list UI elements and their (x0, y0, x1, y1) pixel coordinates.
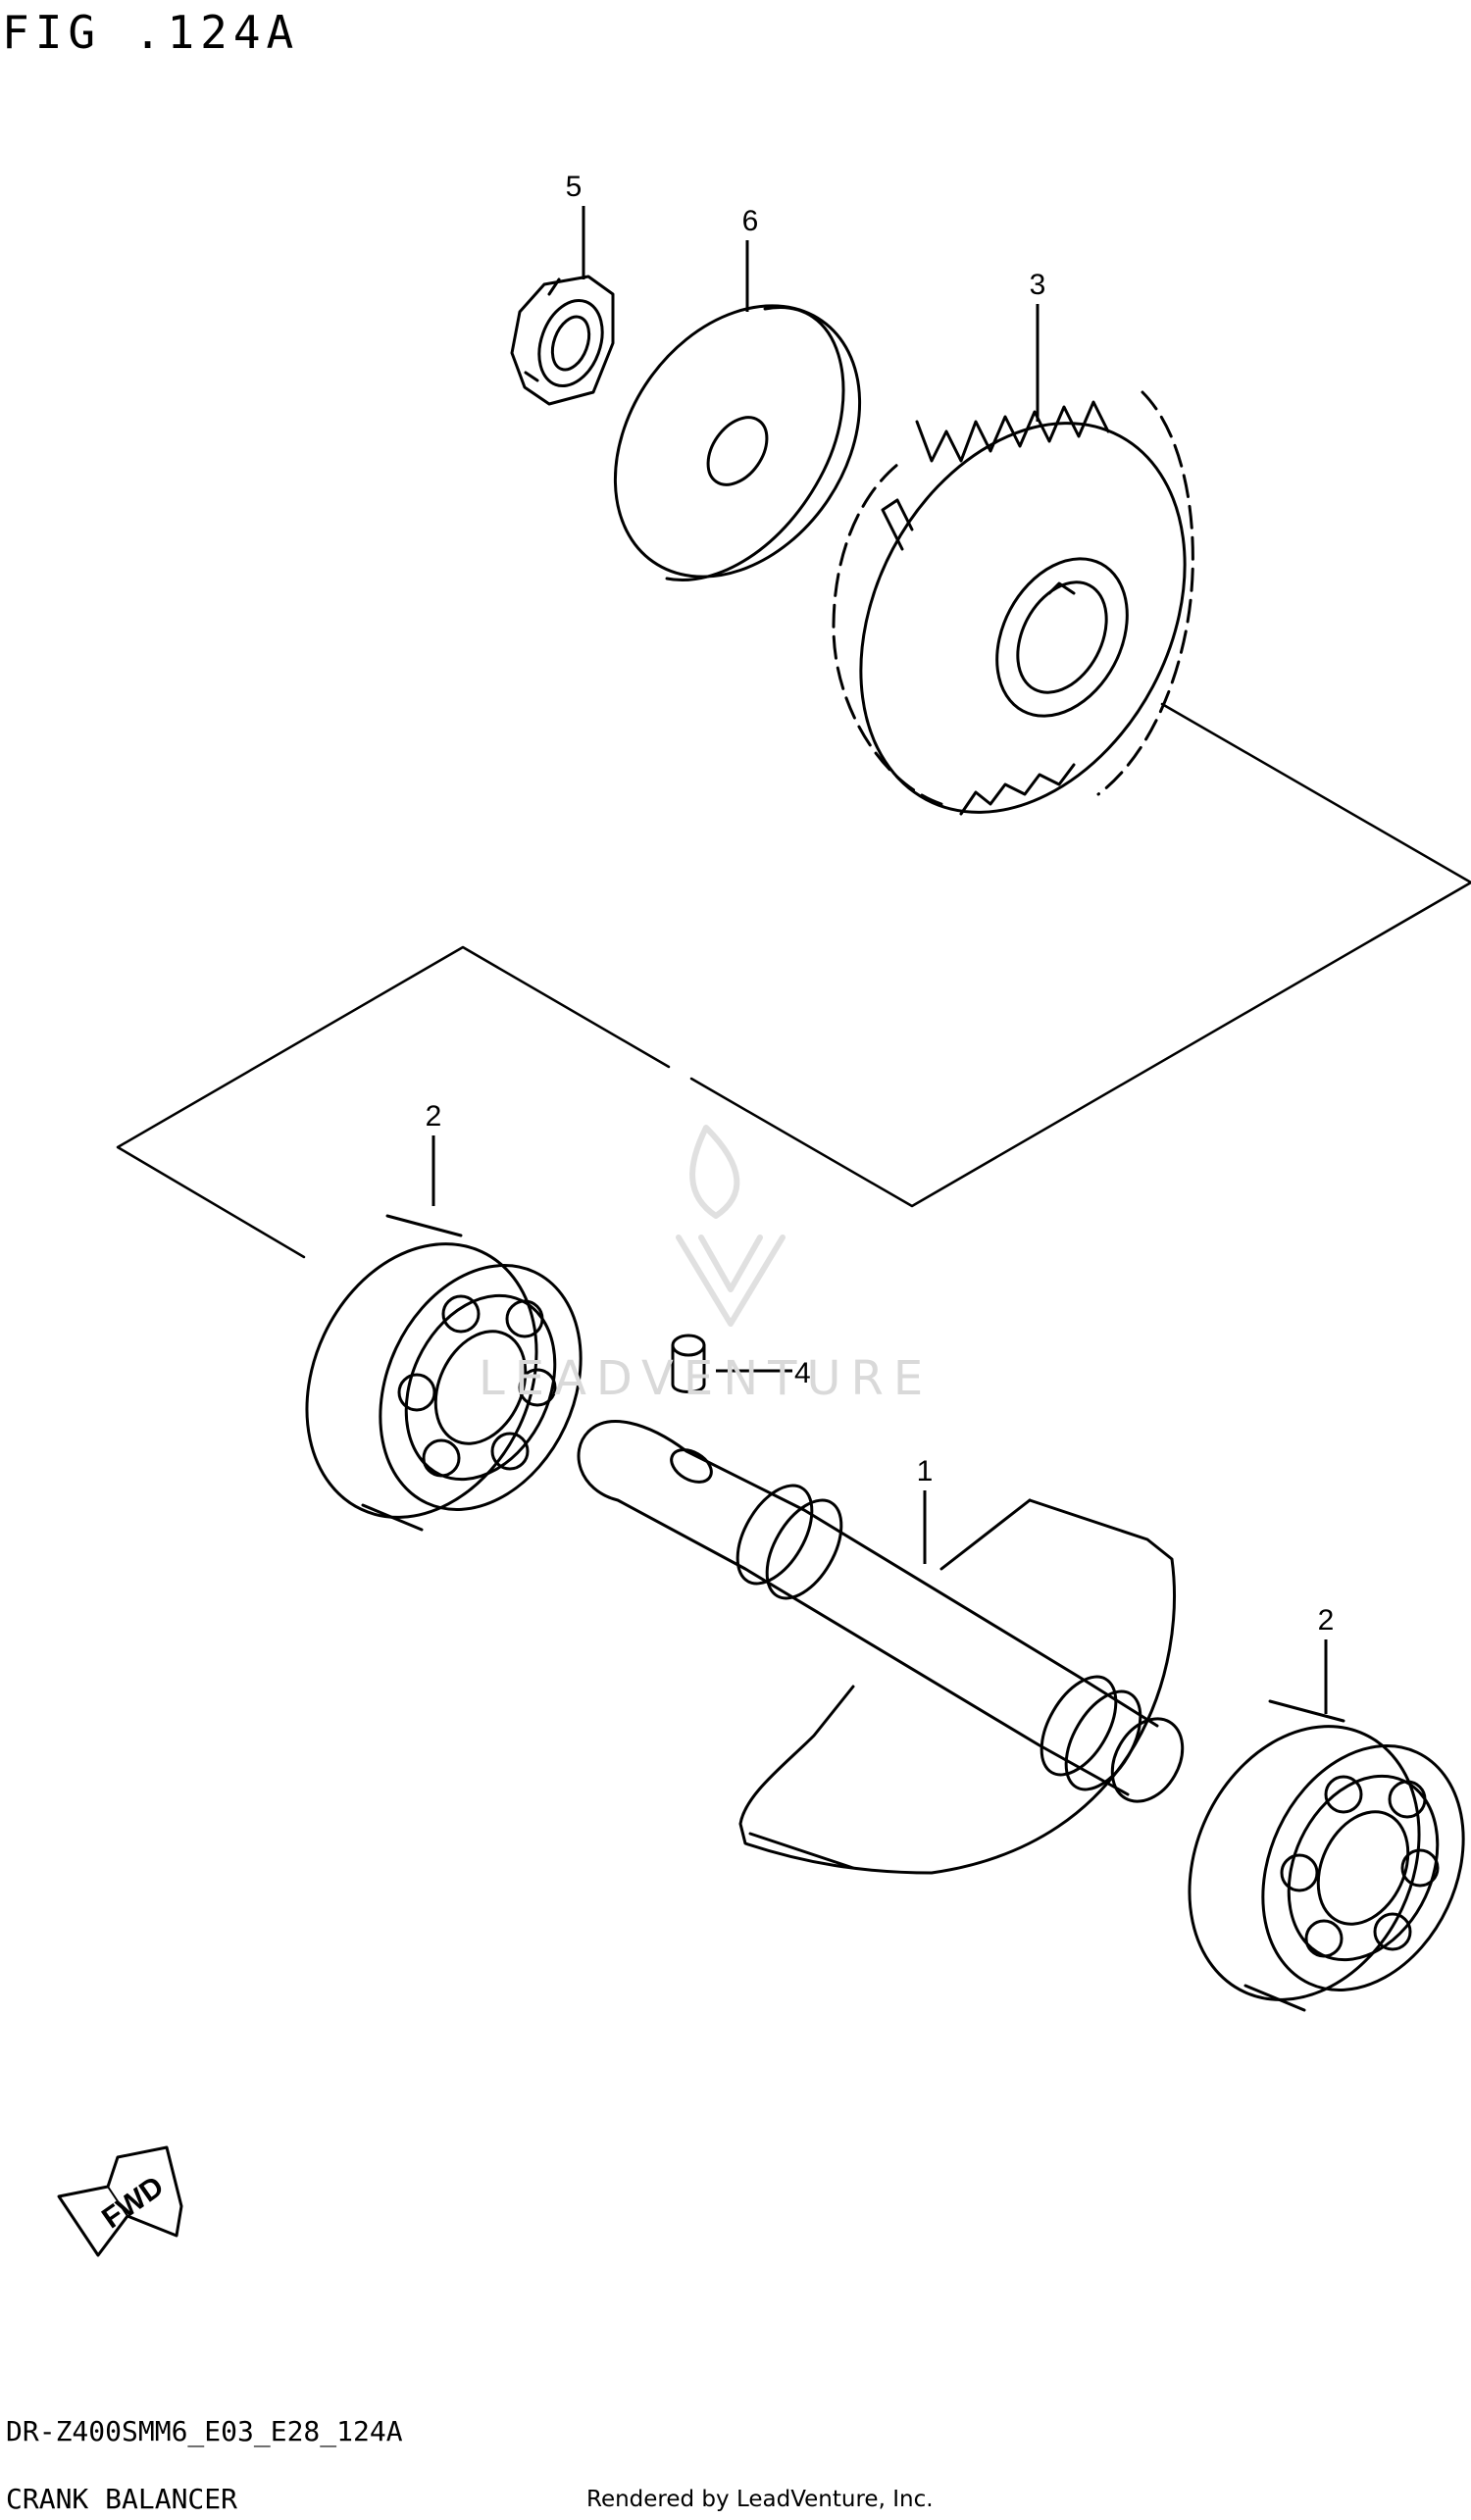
part-2-left-bearing (305, 1214, 583, 1532)
svg-text:2: 2 (1318, 1604, 1335, 1637)
assembly-outline (116, 702, 1471, 1259)
callout-part-1: 1 (917, 1455, 934, 1564)
part-4-pin (671, 1334, 706, 1393)
callout-part-4: 4 (716, 1357, 811, 1389)
render-credit: Rendered by LeadVenture, Inc. (586, 2487, 934, 2512)
figure-title: FIG .124A (2, 6, 300, 59)
part-2-right-bearing (1188, 1699, 1465, 2012)
callout-part-2-right: 2 (1318, 1604, 1335, 1714)
callout-part-3: 3 (1030, 269, 1046, 422)
fwd-arrow-icon (57, 2145, 183, 2257)
part-1-balancer-shaft (577, 1420, 1185, 1875)
callout-part-2-left: 2 (426, 1100, 442, 1206)
callout-part-6: 6 (742, 205, 759, 312)
svg-text:6: 6 (742, 205, 759, 237)
watermark-logo (676, 1125, 786, 1327)
svg-text:2: 2 (426, 1100, 442, 1133)
part-3-gear (832, 390, 1194, 816)
section-title: CRANK BALANCER (6, 2483, 238, 2515)
svg-text:1: 1 (917, 1455, 934, 1487)
part-5-nut (510, 275, 615, 406)
svg-text:5: 5 (566, 171, 583, 203)
part-6-washer (613, 304, 862, 581)
model-code: DR-Z400SMM6_E03_E28_124A (6, 2415, 403, 2447)
svg-text:4: 4 (794, 1357, 811, 1389)
callout-part-5: 5 (566, 171, 585, 279)
watermark-text: LEADVENTURE (479, 1351, 934, 1406)
fwd-label: FWD (96, 2170, 170, 2235)
svg-text:3: 3 (1030, 269, 1046, 301)
